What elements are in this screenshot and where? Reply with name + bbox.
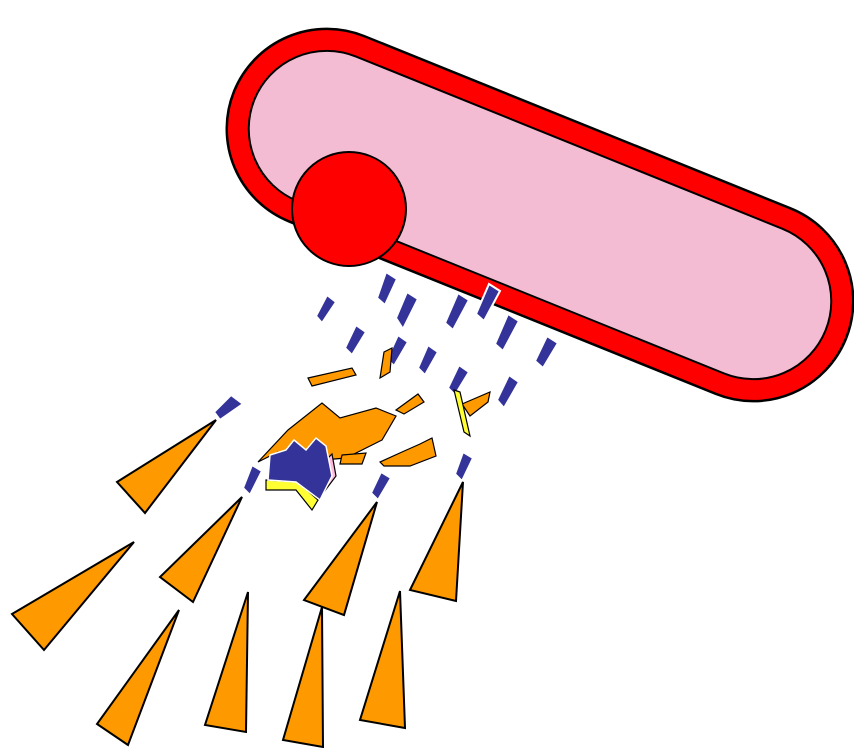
debris-fragment [340,453,366,464]
nucleoid [292,152,406,266]
